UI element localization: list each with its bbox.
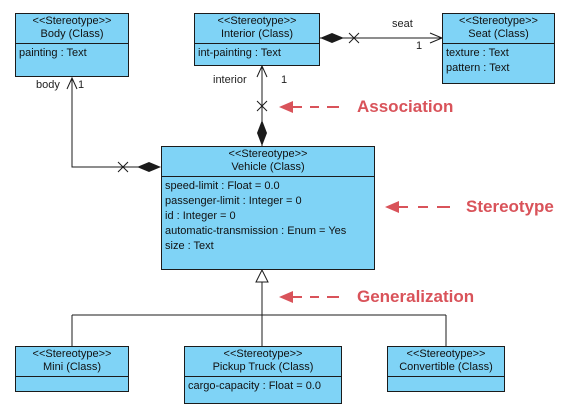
body-attributes: painting : Text bbox=[16, 44, 128, 63]
pickup-truck-class-header: <<Stereotype>> Pickup Truck (Class) bbox=[185, 347, 341, 377]
mini-class[interactable]: <<Stereotype>> Mini (Class) bbox=[15, 346, 129, 392]
interior-attr-int-painting: int-painting : Text bbox=[198, 47, 281, 59]
body-association-x-mark bbox=[117, 161, 129, 173]
seat-attr-texture: texture : Text bbox=[446, 47, 509, 59]
convertible-attributes bbox=[388, 377, 504, 385]
body-multiplicity-label: 1 bbox=[78, 79, 85, 91]
mini-stereotype: <<Stereotype>> bbox=[32, 348, 112, 360]
stereotype-pointer-arrow bbox=[385, 201, 450, 213]
seat-class[interactable]: <<Stereotype>> Seat (Class) texture : Te… bbox=[442, 13, 555, 84]
body-role-label: body bbox=[36, 79, 60, 91]
vehicle-stereotype: <<Stereotype>> bbox=[228, 148, 308, 160]
association-annotation: Association bbox=[357, 97, 454, 116]
body-association-arrowhead bbox=[66, 76, 78, 90]
pickup-truck-class-name: Pickup Truck (Class) bbox=[212, 361, 314, 373]
interior-stereotype: <<Stereotype>> bbox=[217, 15, 297, 27]
body-association-diamond bbox=[137, 162, 161, 172]
body-class-name: Body (Class) bbox=[40, 28, 104, 40]
interior-class-header: <<Stereotype>> Interior (Class) bbox=[195, 14, 319, 44]
vehicle-class-header: <<Stereotype>> Vehicle (Class) bbox=[162, 147, 374, 177]
vehicle-class[interactable]: <<Stereotype>> Vehicle (Class) speed-lim… bbox=[161, 146, 375, 270]
body-class-header: <<Stereotype>> Body (Class) bbox=[16, 14, 128, 44]
body-attr-painting: painting : Text bbox=[19, 47, 87, 59]
seat-multiplicity-label: 1 bbox=[416, 40, 423, 52]
convertible-class-name: Convertible (Class) bbox=[399, 361, 493, 373]
generalization-annotation: Generalization bbox=[357, 287, 475, 306]
interior-association-x-mark bbox=[256, 100, 268, 112]
mini-class-name: Mini (Class) bbox=[42, 361, 102, 373]
vehicle-attr-id: id : Integer = 0 bbox=[165, 210, 236, 222]
body-stereotype: <<Stereotype>> bbox=[32, 15, 112, 27]
pickup-truck-attributes: cargo-capacity : Float = 0.0 bbox=[185, 377, 341, 396]
generalization-arrowhead bbox=[255, 268, 269, 283]
convertible-class[interactable]: <<Stereotype>> Convertible (Class) bbox=[387, 346, 505, 392]
interior-role-label: interior bbox=[213, 74, 247, 86]
seat-class-header: <<Stereotype>> Seat (Class) bbox=[443, 14, 554, 44]
pickup-truck-stereotype: <<Stereotype>> bbox=[223, 348, 303, 360]
vehicle-attr-speed-limit: speed-limit : Float = 0.0 bbox=[165, 180, 280, 192]
convertible-class-header: <<Stereotype>> Convertible (Class) bbox=[388, 347, 504, 377]
interior-class[interactable]: <<Stereotype>> Interior (Class) int-pain… bbox=[194, 13, 320, 66]
interior-attributes: int-painting : Text bbox=[195, 44, 319, 63]
vehicle-attributes: speed-limit : Float = 0.0 passenger-limi… bbox=[162, 177, 374, 256]
body-association-line bbox=[71, 78, 159, 168]
association-pointer-arrow bbox=[279, 101, 339, 113]
stereotype-annotation: Stereotype bbox=[466, 197, 554, 216]
seat-class-name: Seat (Class) bbox=[468, 28, 529, 40]
seat-association-x-mark bbox=[348, 32, 360, 44]
seat-association-diamond bbox=[320, 33, 344, 43]
vehicle-attr-passenger-limit: passenger-limit : Integer = 0 bbox=[165, 195, 302, 207]
pickup-truck-class[interactable]: <<Stereotype>> Pickup Truck (Class) carg… bbox=[184, 346, 342, 404]
vehicle-class-name: Vehicle (Class) bbox=[231, 161, 305, 173]
body-class[interactable]: <<Stereotype>> Body (Class) painting : T… bbox=[15, 13, 129, 77]
seat-attr-pattern: pattern : Text bbox=[446, 62, 510, 74]
mini-attributes bbox=[16, 377, 128, 385]
interior-association-arrowhead bbox=[256, 64, 268, 78]
seat-stereotype: <<Stereotype>> bbox=[459, 15, 538, 27]
interior-association-diamond bbox=[257, 120, 267, 146]
vehicle-attr-automatic-transmission: automatic-transmission : Enum = Yes bbox=[165, 225, 347, 237]
seat-role-label: seat bbox=[392, 18, 413, 30]
interior-class-name: Interior (Class) bbox=[220, 28, 294, 40]
generalization-pointer-arrow bbox=[279, 291, 339, 303]
vehicle-attr-size: size : Text bbox=[165, 240, 214, 252]
seat-attributes: texture : Text pattern : Text bbox=[443, 44, 554, 78]
interior-multiplicity-label: 1 bbox=[281, 74, 288, 86]
mini-class-header: <<Stereotype>> Mini (Class) bbox=[16, 347, 128, 377]
pickup-truck-attr-cargo-capacity: cargo-capacity : Float = 0.0 bbox=[188, 380, 321, 392]
convertible-stereotype: <<Stereotype>> bbox=[406, 348, 486, 360]
